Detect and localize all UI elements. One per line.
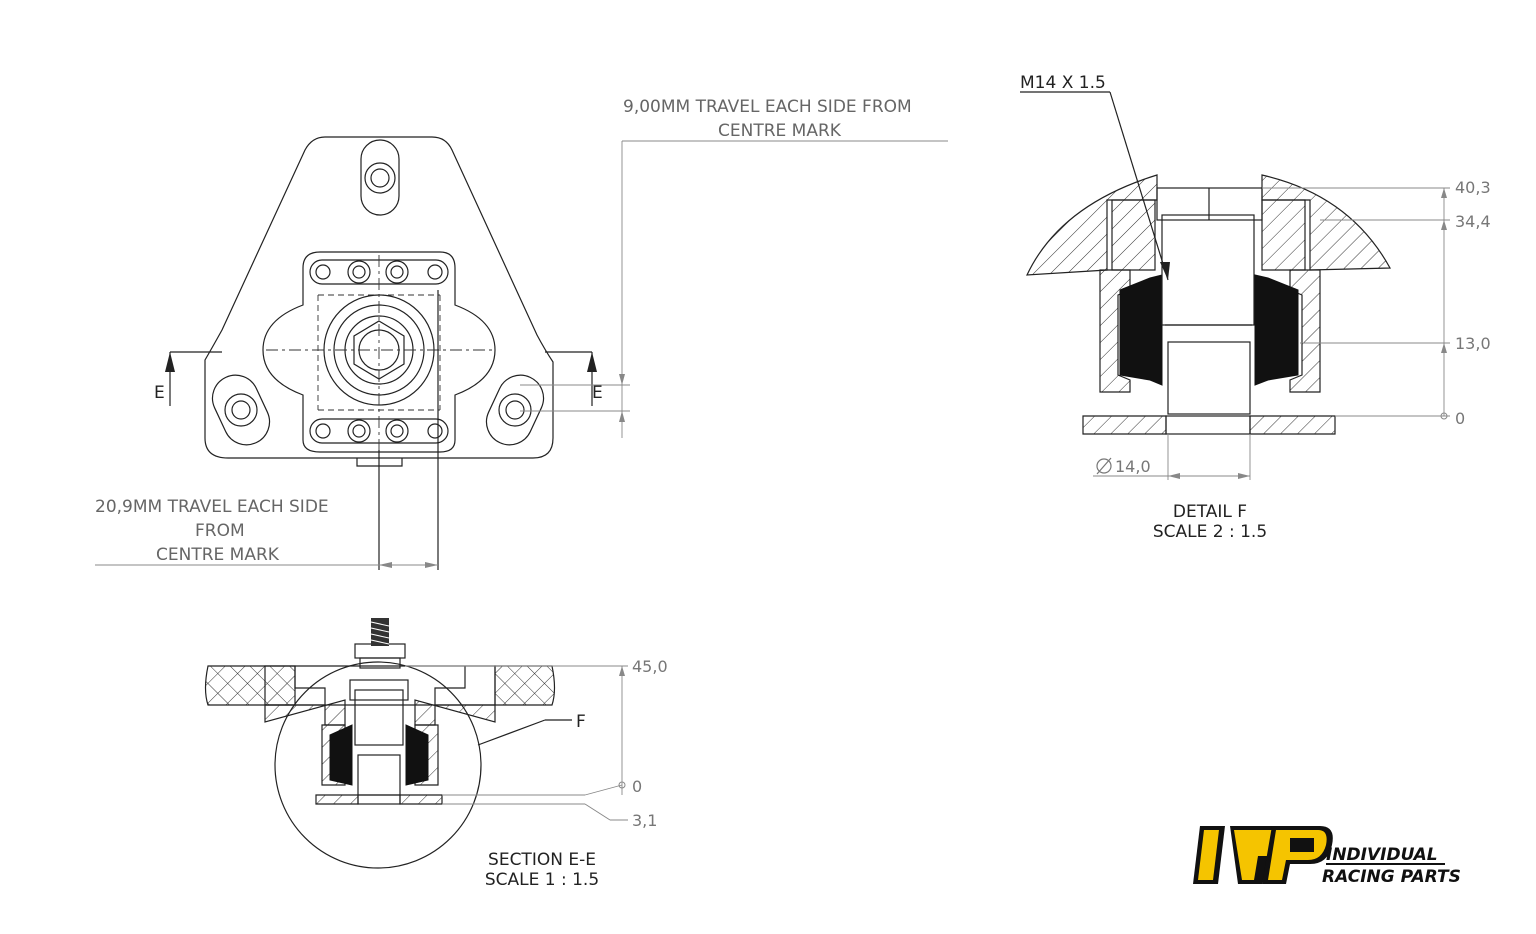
irp-logo: INDIVIDUAL RACING PARTS — [1193, 822, 1461, 888]
vertical-travel-note-line2: CENTRE MARK — [718, 121, 842, 141]
section-label-right: E — [592, 383, 603, 403]
rubber-bush-left — [1119, 274, 1163, 386]
section-dim-45-0: 45,0 — [632, 657, 668, 676]
section-label-left: E — [154, 383, 165, 403]
section-scale: SCALE 1 : 1.5 — [485, 870, 599, 890]
horizontal-travel-note-line2: FROM — [195, 521, 245, 541]
detail-diameter: 14,0 — [1115, 457, 1151, 476]
section-ee-view: F 45,0 0 3,1 SECTION E-E SCALE 1 : 1.5 — [204, 618, 668, 890]
section-dim-0: 0 — [632, 777, 642, 796]
detail-f-view: M14 X 1.5 40,3 34,4 13,0 0 14,0 DETAIL F… — [1020, 73, 1491, 542]
detail-dim-0: 0 — [1455, 409, 1465, 428]
detail-dim-34-4: 34,4 — [1455, 212, 1491, 231]
detail-title: DETAIL F — [1173, 502, 1247, 522]
detail-scale: SCALE 2 : 1.5 — [1153, 522, 1267, 542]
diameter-symbol-icon — [1096, 457, 1112, 475]
top-slot — [360, 139, 400, 216]
section-rubber-right — [405, 724, 429, 786]
logo-line1: INDIVIDUAL — [1326, 845, 1438, 865]
detail-dim-13-0: 13,0 — [1455, 334, 1491, 353]
inner-plate — [262, 251, 496, 453]
detail-dim-40-3: 40,3 — [1455, 178, 1491, 197]
top-plate-outline — [204, 136, 554, 459]
detail-circle — [274, 661, 482, 869]
left-slot — [211, 374, 271, 446]
horizontal-travel-note-line1: 20,9MM TRAVEL EACH SIDE — [95, 497, 329, 517]
detail-base-plate — [1082, 415, 1167, 435]
section-rubber-left — [329, 724, 353, 786]
section-top-plate — [204, 665, 296, 706]
right-slot — [485, 374, 545, 446]
top-view: E E 9,00MM TRAVEL EACH SIDE FROM CENTRE … — [95, 97, 948, 570]
logo-line2: RACING PARTS — [1322, 867, 1461, 887]
section-title: SECTION E-E — [488, 850, 596, 870]
horizontal-travel-note-line3: CENTRE MARK — [156, 545, 280, 565]
vertical-travel-note-line1: 9,00MM TRAVEL EACH SIDE FROM — [623, 97, 912, 117]
thread-callout: M14 X 1.5 — [1020, 73, 1106, 93]
threaded-stud — [370, 618, 390, 646]
rubber-bush-right — [1254, 274, 1299, 386]
section-dim-3-1: 3,1 — [632, 811, 657, 830]
detail-callout-f: F — [576, 712, 586, 732]
